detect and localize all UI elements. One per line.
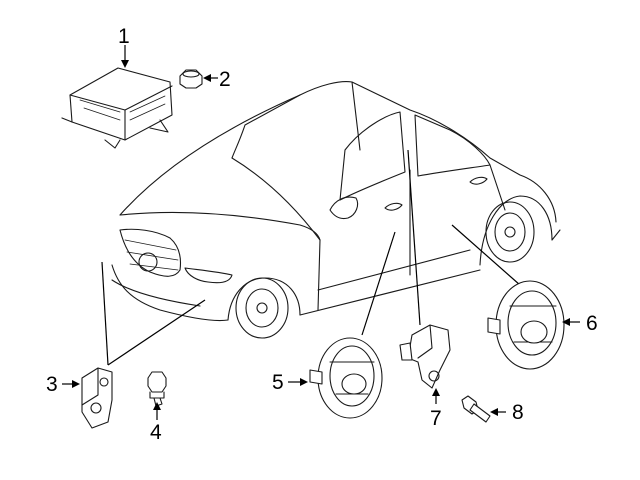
control-module-icon (61, 67, 173, 149)
indicator-line-5 (361, 231, 396, 336)
callout-6: 6 (586, 312, 598, 335)
arrowhead-7 (432, 388, 440, 396)
arrowhead-4 (153, 402, 161, 410)
callout-1: 1 (118, 25, 130, 48)
indicator-line-7 (407, 149, 421, 326)
indicator-line-3a (101, 261, 109, 366)
callout-7: 7 (430, 407, 442, 430)
door-pressure-sensor-icon (309, 337, 383, 419)
bolt-icon-8 (461, 395, 491, 423)
nut-icon (179, 69, 203, 89)
indicator-line-6 (451, 224, 521, 286)
callout-2: 2 (219, 68, 231, 91)
arrowhead-8 (490, 408, 498, 416)
arrowhead-5 (300, 378, 308, 386)
vehicle-illustration (111, 81, 561, 339)
bolt-icon (147, 371, 167, 407)
arrowhead-3 (72, 380, 80, 388)
rear-door-pressure-sensor-icon (487, 280, 565, 370)
callout-5: 5 (272, 371, 284, 394)
arrowhead-2 (203, 74, 211, 82)
arrowhead-6 (562, 318, 570, 326)
callout-8: 8 (512, 401, 524, 424)
callout-3: 3 (46, 373, 58, 396)
callout-4: 4 (150, 421, 162, 444)
side-impact-sensor-icon (399, 324, 451, 389)
front-impact-sensor-icon (81, 367, 113, 429)
arrowhead-1 (121, 60, 129, 68)
indicator-line-3b (107, 299, 206, 366)
